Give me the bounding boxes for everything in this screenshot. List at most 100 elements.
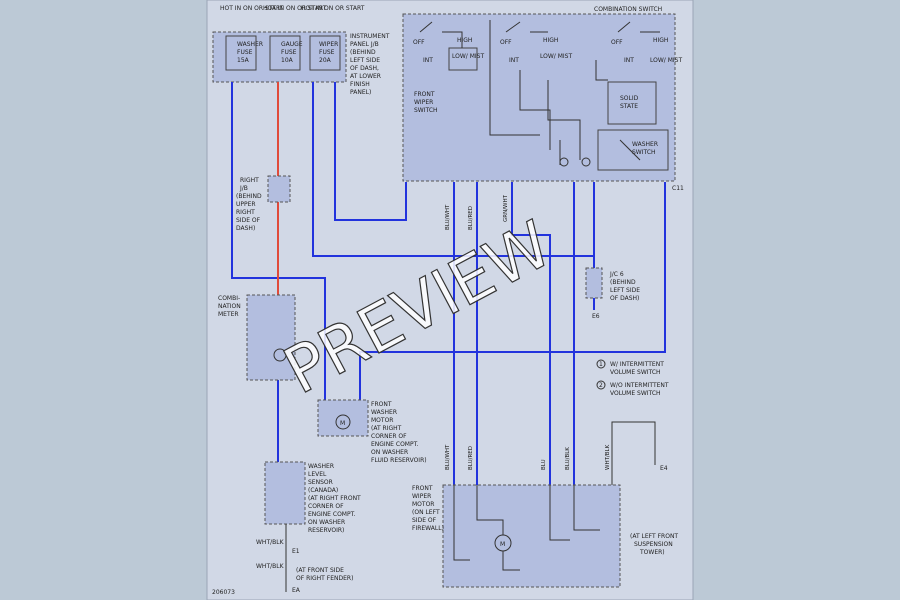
- rjb-line-1: RIGHT: [240, 177, 259, 184]
- ground-e4: E4: [660, 465, 668, 472]
- jc6-label: J/C 6 (BEHIND LEFT SIDE OF DASH): [609, 271, 640, 302]
- washer-switch-line-1: WASHER: [632, 141, 658, 148]
- gauge-fuse-rating: 10A: [281, 57, 294, 64]
- high-label-1: HIGH: [457, 37, 472, 44]
- solid-state-line-2: STATE: [620, 103, 638, 110]
- ls-line-8: ON WASHER: [308, 519, 345, 526]
- note-1-line-2: VOLUME SWITCH: [610, 369, 661, 376]
- ground-e6: E6: [592, 313, 600, 320]
- wire-wiper-fuse-2: [334, 82, 407, 221]
- ls-line-3: SENSOR: [308, 479, 333, 486]
- instrument-panel-jb-label: INSTRUMENT PANEL J/B (BEHIND LEFT SIDE O…: [350, 33, 390, 96]
- ed-line-1: (AT LEFT FRONT: [630, 533, 678, 540]
- combination-meter-box: [246, 294, 296, 381]
- washer-motor-symbol: M: [340, 420, 345, 427]
- washer-fuse-body: [225, 35, 257, 71]
- high-label-3: HIGH: [653, 37, 668, 44]
- lowmist-label-3: LOW/ MIST: [650, 57, 682, 64]
- jb-line-6: AT LOWER: [350, 73, 381, 80]
- label-grn-wht-top: GRN/WHT: [503, 194, 509, 222]
- note-2-circle-small: [581, 157, 591, 167]
- washer-level-indicator-icon: [273, 348, 287, 362]
- wpm-line-3: MOTOR: [412, 501, 434, 508]
- ea-line-2: OF RIGHT FENDER): [296, 575, 353, 582]
- washer-switch-box: [597, 129, 669, 171]
- jc-line-1: J/C 6: [609, 271, 624, 278]
- label-blu-red-top: BLU/RED: [468, 206, 474, 230]
- lowmist-label-2: LOW/ MIST: [540, 53, 572, 60]
- jc-line-2: (BEHIND: [610, 279, 636, 286]
- washer-motor-label: FRONT WASHER MOTOR (AT RIGHT CORNER OF E…: [371, 401, 427, 464]
- lowmist-label-1: LOW/ MIST: [452, 53, 484, 60]
- low-mist-contact-1: [448, 47, 478, 71]
- gauge-fuse-body: [269, 35, 301, 71]
- ls-line-9: RESERVOIR): [308, 527, 344, 534]
- ground-ea-label: (AT FRONT SIDE OF RIGHT FENDER): [296, 567, 353, 582]
- ls-line-2: LEVEL: [308, 471, 327, 478]
- ls-line-7: ENGINE COMPT.: [308, 511, 356, 518]
- rjb-line-2: J/B: [239, 185, 248, 192]
- wpm-line-6: FIREWALL): [412, 525, 444, 532]
- front-washer-motor-box: [317, 399, 369, 437]
- hot-label-1: HOT IN ON OR START: [220, 5, 284, 12]
- note-1-number: 1: [599, 361, 603, 368]
- solid-state-line-1: SOLID: [620, 95, 639, 102]
- combo-internal-lines: [419, 20, 660, 165]
- ls-line-5: (AT RIGHT FRONT: [308, 495, 361, 502]
- hot-labels: HOT IN ON OR START HOT IN ON OR START HO…: [220, 5, 365, 12]
- wiper-motor-label: FRONT WIPER MOTOR (ON LEFT SIDE OF FIREW…: [412, 485, 444, 532]
- ground-ea: EA: [292, 587, 301, 594]
- wire-blu: [511, 182, 551, 485]
- note-2-number: 2: [599, 382, 603, 389]
- washer-fuse-rating: 15A: [237, 57, 250, 64]
- jc-line-4: OF DASH): [610, 295, 639, 302]
- ed-line-3: TOWER): [639, 549, 665, 556]
- level-sensor-label: WASHER LEVEL SENSOR (CANADA) (AT RIGHT F…: [308, 463, 361, 534]
- int-label-3: INT: [624, 57, 634, 64]
- switch-section-1: OFF HIGH INT LOW/ MIST: [413, 37, 484, 71]
- wiper-fuse: WIPER FUSE 20A: [309, 35, 341, 71]
- right-jb-box: [267, 175, 291, 203]
- off-label-2: OFF: [500, 39, 512, 46]
- jc-line-3: LEFT SIDE: [610, 287, 640, 294]
- off-label-1: OFF: [413, 39, 425, 46]
- jb-line-1: INSTRUMENT: [350, 33, 390, 40]
- meter-line-3: METER: [218, 311, 239, 318]
- rjb-line-6: SIDE OF: [236, 217, 261, 224]
- ls-line-6: CORNER OF: [308, 503, 344, 510]
- int-label-2: INT: [509, 57, 519, 64]
- gauge-fuse-name: GAUGE: [281, 41, 303, 48]
- off-label-3: OFF: [611, 39, 623, 46]
- gauge-fuse-word: FUSE: [281, 49, 297, 56]
- hot-label-2: HOT IN ON OR START: [263, 5, 327, 12]
- wire-color-labels: BLU/WHT BLU/RED GRN/WHT BLU/WHT BLU/RED …: [445, 194, 611, 470]
- gauge-fuse: GAUGE FUSE 10A: [269, 35, 303, 71]
- wpm-line-4: (ON LEFT: [412, 509, 440, 516]
- wm-line-5: CORNER OF: [371, 433, 407, 440]
- wpm-line-1: FRONT: [412, 485, 433, 492]
- wire-washer-motor: [359, 182, 666, 400]
- wire-label-whtblk-2: WHT/BLK: [256, 563, 285, 570]
- label-blu-wht-bottom: BLU/WHT: [445, 444, 451, 470]
- jb-line-4: LEFT SIDE: [350, 57, 380, 64]
- wm-line-4: (AT RIGHT: [371, 425, 402, 432]
- note-1-line-1: W/ INTERMITTENT: [610, 361, 664, 368]
- meter-line-2: NATION: [218, 303, 241, 310]
- note-1-circle-small: [559, 157, 569, 167]
- wiper-motor-symbol: M: [500, 541, 505, 548]
- wm-line-8: FLUID RESERVOIR): [371, 457, 427, 464]
- washer-fuse: WASHER FUSE 15A: [225, 35, 263, 71]
- wm-line-1: FRONT: [371, 401, 392, 408]
- rjb-line-4: UPPER: [236, 201, 256, 208]
- label-blk-yel: WHT/BLK: [605, 444, 611, 470]
- combination-switch-title: COMBINATION SWITCH: [594, 6, 662, 13]
- note-2-line-2: VOLUME SWITCH: [610, 390, 661, 397]
- note-1-marker: [596, 359, 606, 369]
- jb-line-3: (BEHIND: [350, 49, 376, 56]
- wire-ground-e4: [611, 421, 656, 485]
- ea-line-1: (AT FRONT SIDE: [296, 567, 344, 574]
- wm-line-6: ENGINE COMPT.: [371, 441, 419, 448]
- label-blu-blk-bottom: BLU/BLK: [565, 447, 571, 470]
- switch-section-2: OFF HIGH INT LOW/ MIST: [500, 37, 572, 64]
